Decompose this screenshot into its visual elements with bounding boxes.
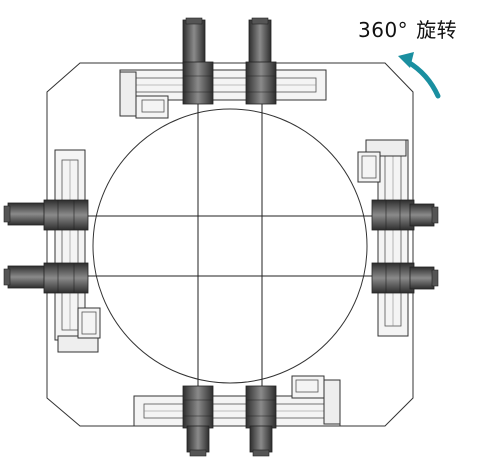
right-gripper-module [357, 139, 439, 337]
rotation-arrow-icon [398, 52, 441, 99]
rotation-label: 360° 旋转 [358, 14, 465, 43]
reference-lines [45, 60, 415, 432]
right-actuator-upper [371, 199, 439, 231]
top-actuator-right [245, 17, 277, 105]
base-plate [46, 62, 414, 427]
rotation-text: 旋转 [416, 18, 458, 42]
left-actuator-upper [3, 199, 89, 231]
left-gripper-module [3, 149, 101, 353]
bottom-actuator-right [245, 385, 277, 457]
top-actuator-left [182, 17, 214, 105]
bottom-gripper-module [133, 375, 341, 457]
right-actuator-lower [371, 262, 439, 294]
top-gripper-module [119, 17, 327, 119]
rotation-angle: 360° [358, 18, 409, 42]
bottom-actuator-left [182, 385, 214, 457]
left-actuator-lower [3, 262, 89, 294]
rotary-table-circle [92, 108, 368, 384]
